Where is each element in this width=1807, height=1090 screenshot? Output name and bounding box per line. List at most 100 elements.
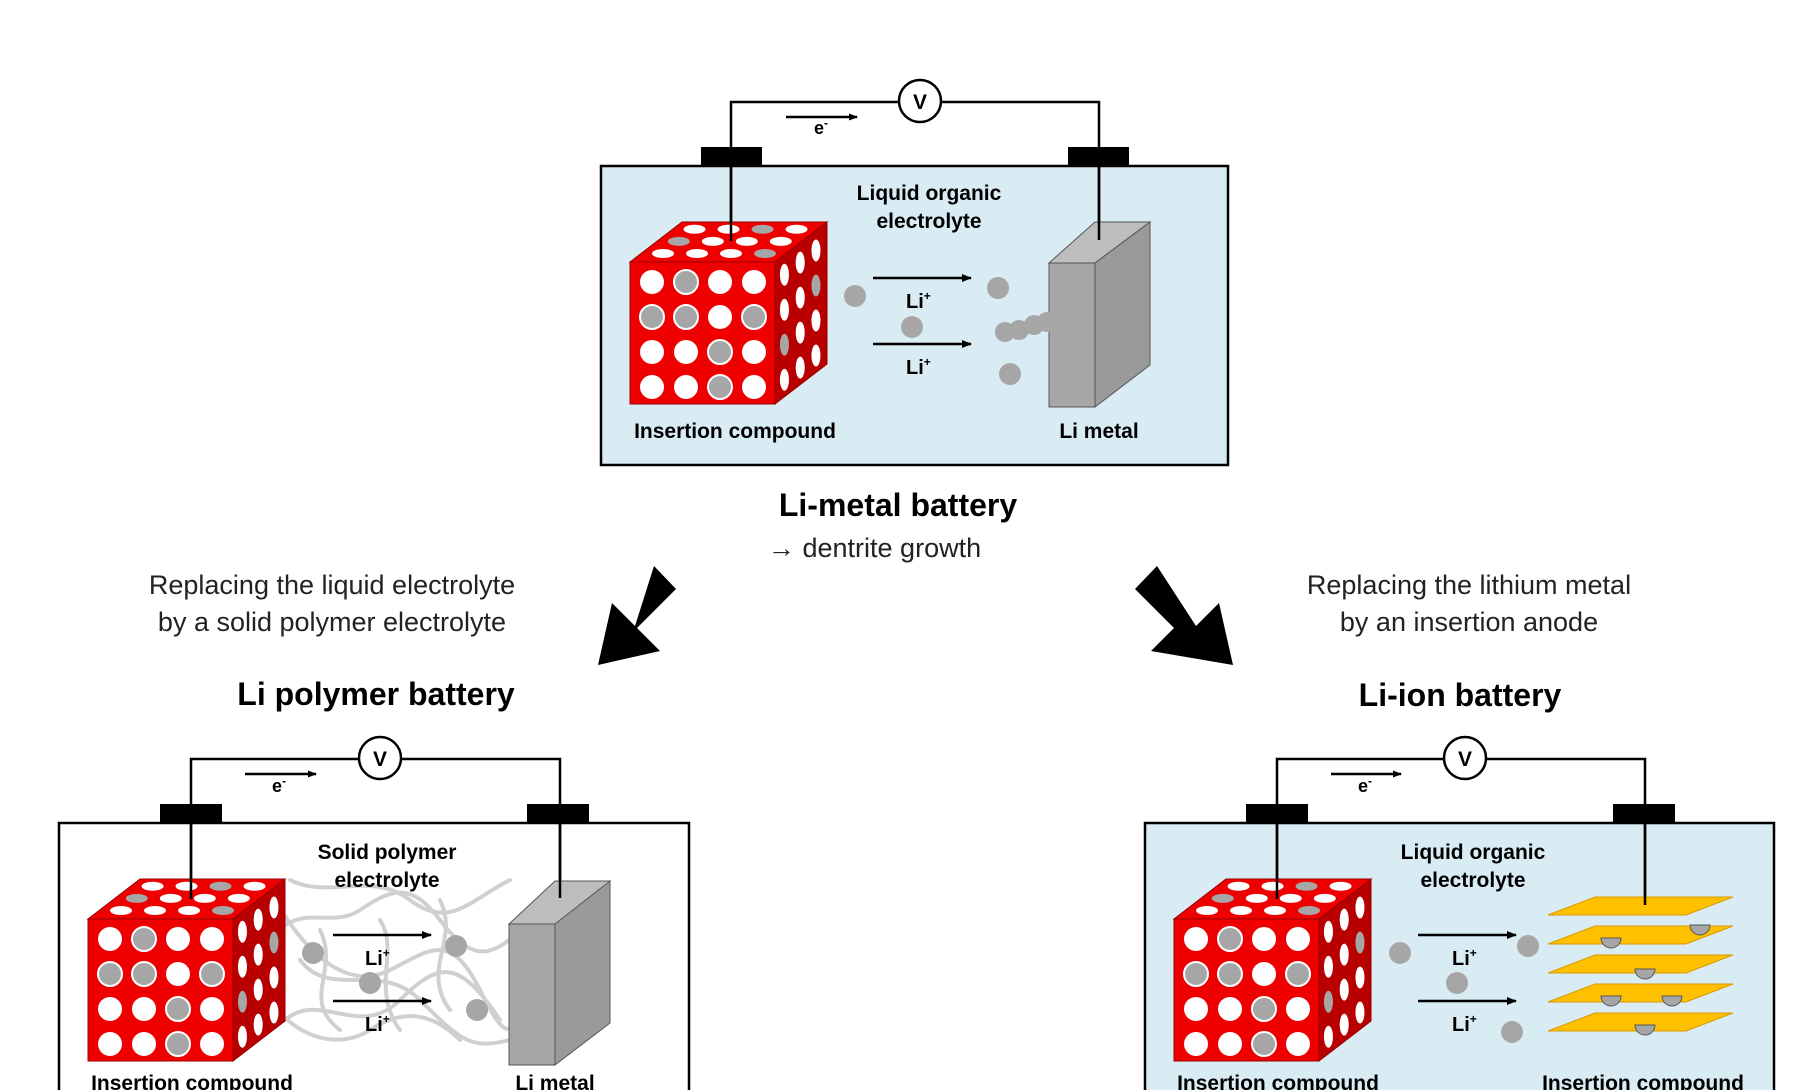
lithium-site-empty [269, 966, 279, 989]
lithium-site-filled [209, 881, 232, 891]
li-ion-label: Li+ [906, 355, 931, 379]
lithium-site-empty [1339, 943, 1349, 966]
svg-text:V: V [373, 748, 387, 771]
lithium-site-empty [779, 298, 789, 321]
lithium-site-empty [1230, 906, 1253, 916]
intercalated-li [1634, 968, 1656, 980]
lithium-site-filled [1217, 926, 1243, 952]
lithium-site-empty [166, 927, 190, 951]
lithium-site-empty [742, 340, 766, 364]
lithium-site-empty [1329, 881, 1352, 891]
electrolyte-label: electrolyte [876, 210, 981, 233]
transition-left: Replacing the liquid electrolyte by a so… [149, 566, 676, 665]
lithium-site-filled [212, 906, 235, 916]
lithium-site-empty [193, 893, 216, 903]
lithium-site-empty [200, 927, 224, 951]
lithium-site-empty [1339, 1013, 1349, 1036]
dendrite-growth [995, 312, 1057, 342]
graphite-layer [1547, 983, 1734, 1003]
electrolyte-label: electrolyte [334, 869, 439, 892]
electrolyte-label: Solid polymer [318, 841, 457, 864]
li-ion-particles [844, 277, 1021, 385]
lithium-site-empty [1184, 997, 1208, 1021]
electron-label: e- [272, 774, 286, 796]
lithium-site-empty [1279, 893, 1302, 903]
lithium-site-empty [159, 893, 182, 903]
lithium-site-filled [1355, 931, 1365, 954]
svg-text:by a solid polymer electrolyte: by a solid polymer electrolyte [158, 607, 506, 637]
lithium-site-empty [779, 368, 789, 391]
lithium-site-empty [98, 927, 122, 951]
lithium-site-empty [141, 881, 164, 891]
down-left-arrow [598, 566, 676, 665]
lithium-site-empty [1286, 1032, 1310, 1056]
lithium-site-empty [785, 224, 808, 234]
lithium-site-empty [253, 943, 263, 966]
lithium-site-empty [98, 997, 122, 1021]
voltmeter: V [897, 78, 943, 124]
lithium-site-empty [269, 1001, 279, 1024]
lithium-site-empty [237, 920, 247, 943]
lithium-site-empty [742, 375, 766, 399]
lithium-site-empty [708, 270, 732, 294]
li-ion-particles [302, 935, 488, 1021]
down-right-arrow [1135, 566, 1233, 665]
lithium-site-empty [779, 263, 789, 286]
lithium-site-empty [686, 249, 709, 259]
lithium-site-empty [811, 344, 821, 367]
electron-label: e- [1358, 774, 1372, 796]
lithium-site-empty [1286, 997, 1310, 1021]
anode-label: Insertion compound [1542, 1072, 1744, 1090]
intercalated-li [1689, 924, 1711, 936]
insertion-compound-cube [1172, 877, 1373, 1063]
lithium-site-filled [673, 304, 699, 330]
panel-title: Li-metal battery [779, 487, 1017, 523]
transition-right: Replacing the lithium metal by an insert… [1135, 566, 1631, 665]
svg-text:Replacing the liquid electrol: Replacing the liquid electrolyte [149, 570, 515, 600]
svg-text:V: V [1458, 748, 1472, 771]
li-ion-label: Li+ [365, 946, 390, 970]
lithium-site-empty [811, 309, 821, 332]
lithium-site-empty [769, 236, 792, 246]
lithium-site-filled [1295, 881, 1318, 891]
lithium-site-empty [200, 1032, 224, 1056]
intercalated-li [1661, 995, 1683, 1007]
lithium-site-filled [673, 269, 699, 295]
lithium-site-filled [269, 931, 279, 954]
svg-text:Replacing the lithium metal: Replacing the lithium metal [1307, 570, 1631, 600]
lithium-site-empty [253, 978, 263, 1001]
lithium-site-empty [1218, 997, 1242, 1021]
lithium-site-filled [237, 990, 247, 1013]
svg-text:V: V [913, 91, 927, 114]
lithium-site-empty [178, 906, 201, 916]
lithium-site-empty [98, 1032, 122, 1056]
lithium-site-empty [1218, 1032, 1242, 1056]
li-ion-label: Li+ [906, 289, 931, 313]
lithium-site-empty [640, 375, 664, 399]
polymer-chains [263, 878, 532, 1046]
lithium-site-empty [652, 249, 675, 259]
lithium-site-empty [132, 1032, 156, 1056]
lithium-site-empty [1184, 927, 1208, 951]
lithium-site-empty [1227, 881, 1250, 891]
insertion-compound-cube [628, 220, 829, 406]
lithium-site-empty [795, 356, 805, 379]
li-metal-battery-panel: V e- Li+ Li+ Liquid organic [599, 78, 1230, 563]
lithium-site-filled [751, 224, 774, 234]
cathode-label: Insertion compound [91, 1072, 293, 1090]
lithium-site-filled [125, 893, 148, 903]
graphite-insertion-anode [1547, 896, 1734, 1036]
lithium-site-filled [1211, 893, 1234, 903]
lithium-site-empty [1286, 927, 1310, 951]
intercalated-li [1600, 995, 1622, 1007]
lithium-site-empty [701, 236, 724, 246]
lithium-site-empty [253, 908, 263, 931]
lithium-site-filled [131, 961, 157, 987]
electrolyte-label: Liquid organic [857, 182, 1002, 205]
lithium-site-empty [132, 997, 156, 1021]
cathode-label: Insertion compound [1177, 1072, 1379, 1090]
lithium-site-empty [237, 1025, 247, 1048]
graphite-layer [1547, 925, 1734, 945]
lithium-site-filled [811, 274, 821, 297]
lithium-site-filled [1251, 1031, 1277, 1057]
